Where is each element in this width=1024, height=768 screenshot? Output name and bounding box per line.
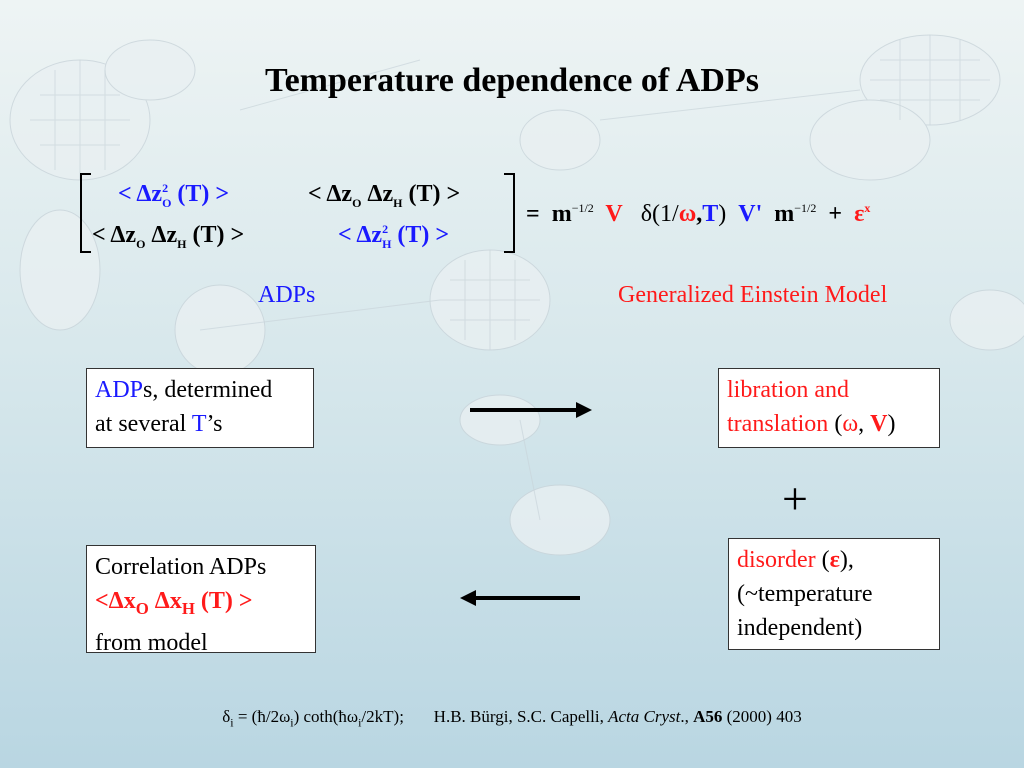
footnote-reference: H.B. Bürgi, S.C. Capelli, Acta Cryst., A…: [433, 707, 802, 726]
slide-title: Temperature dependence of ADPs: [265, 62, 759, 99]
correlation-adps-box: Correlation ADPs <ΔxO ΔxH (T) > from mod…: [86, 545, 316, 656]
adps-determined-box: ADPs, determined at several T’s: [86, 368, 314, 448]
matrix-right-bracket: [504, 173, 515, 253]
matrix-left-bracket: [80, 173, 91, 253]
matrix-element-11: < Δz2O (T) >: [118, 181, 230, 210]
matrix-element-21: < ΔzO ΔzH (T) >: [92, 222, 245, 251]
arrow-left: [460, 590, 580, 606]
footnote-formula: δi = (ħ/2ωi) coth(ħωi/2kT);: [222, 707, 404, 730]
matrix-element-12: < ΔzO ΔzH (T) >: [308, 181, 461, 210]
arrow-right: [470, 402, 592, 418]
matrix-element-22: < Δz2H (T) >: [338, 222, 450, 251]
plus-sign: +: [782, 473, 808, 524]
einstein-model-label: Generalized Einstein Model: [618, 282, 888, 308]
equation-rhs: = m−1/2 V δ(1/ω,T) V' m−1/2 + εx: [526, 201, 871, 227]
footnote: δi = (ħ/2ωi) coth(ħωi/2kT); H.B. Bürgi, …: [0, 707, 1024, 730]
adps-label: ADPs: [258, 282, 316, 308]
disorder-box: disorder (ε), (~temperature independent): [728, 538, 940, 650]
libration-translation-box: libration and translation (ω, V): [718, 368, 940, 448]
